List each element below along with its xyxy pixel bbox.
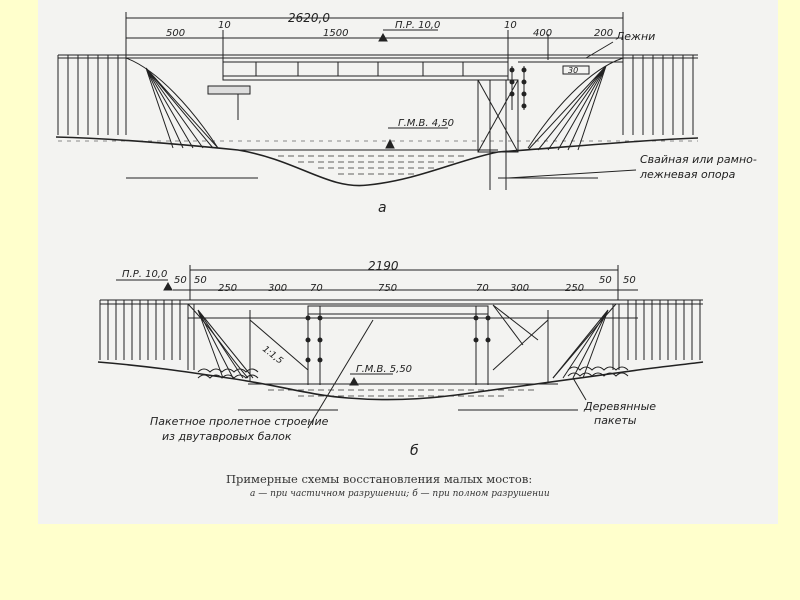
fig-b-dim-9: 250: [565, 283, 584, 294]
fig-b-slope-mark: 1:1,5: [260, 344, 285, 366]
fig-b-water-level: Г.М.В. 5,50: [356, 364, 412, 375]
fig-b-dim-2: 50: [194, 275, 207, 286]
fig-a-pier-label-line2: лежневая опора: [639, 168, 736, 181]
fig-a-panel-letter: а: [378, 200, 387, 216]
fig-b-dim-3: 250: [218, 283, 237, 294]
fig-a-dim-2: 10: [218, 20, 231, 31]
fig-b-dim-10: 50: [599, 275, 612, 286]
fig-a-dim-4: 10: [504, 20, 517, 31]
fig-b-package-label-line2: из двутавровых балок: [162, 430, 292, 443]
fig-b-timber-label-line1: Деревянные: [583, 400, 656, 413]
fig-b-timber-label-line2: пакеты: [594, 414, 637, 427]
figure-a: 2620,0 500 10 1500 10 400 200 П.Р. 10,0 …: [55, 11, 757, 216]
fig-b-dim-4: 300: [268, 283, 287, 294]
fig-a-dim-5: 400: [533, 28, 552, 39]
fig-a-dim-6: 200: [594, 28, 613, 39]
fig-b-total-span: 2190: [368, 259, 399, 273]
drawing-sheet: 2620,0 500 10 1500 10 400 200 П.Р. 10,0 …: [38, 0, 778, 524]
fig-b-dim-11: 50: [623, 275, 636, 286]
fig-b-dim-6: 750: [378, 283, 397, 294]
fig-b-dim-7: 70: [476, 283, 489, 294]
fig-a-dim-1: 500: [166, 28, 185, 39]
bridge-scheme-drawing: 2620,0 500 10 1500 10 400 200 П.Р. 10,0 …: [55, 11, 757, 459]
fig-b-dim-5: 70: [310, 283, 323, 294]
fig-a-pr-level: П.Р. 10,0: [395, 20, 440, 31]
fig-b-dim-1: 50: [174, 275, 187, 286]
fig-a-beds-label: Лежни: [615, 30, 655, 43]
fig-b-dim-8: 300: [510, 283, 529, 294]
fig-a-pier-label-line1: Свайная или рамно-: [640, 153, 757, 166]
fig-b-package-label-line1: Пакетное пролетное строение: [150, 415, 329, 428]
caption-title: Примерные схемы восстановления малых мос…: [226, 472, 533, 486]
fig-b-pr-level: П.Р. 10,0: [122, 269, 167, 280]
fig-a-dim-3: 1500: [323, 28, 348, 39]
fig-a-water-level: Г.М.В. 4,50: [398, 118, 454, 129]
caption-subtitle: а — при частичном разрушении; б — при по…: [250, 489, 550, 499]
figure-b: 2190 П.Р. 10,0 50 50 250 300 70 750 70 3…: [97, 259, 704, 459]
fig-b-panel-letter: б: [410, 443, 419, 459]
fig-a-total-span: 2620,0: [288, 11, 330, 25]
fig-a-small-mark: 30: [568, 66, 578, 75]
